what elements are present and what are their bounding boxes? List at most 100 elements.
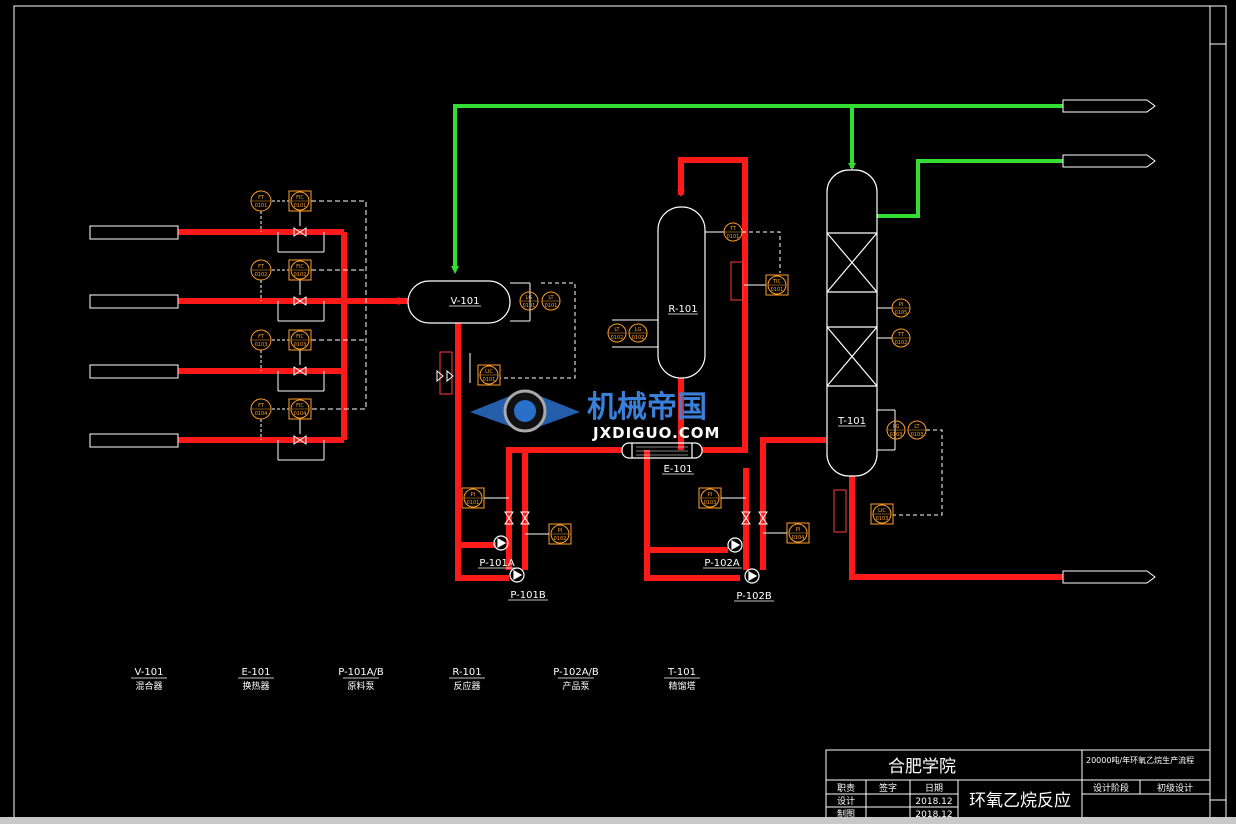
instrument-lg-0102: LG 0102 bbox=[628, 323, 648, 343]
legend-name: 产品泵 bbox=[562, 680, 589, 692]
instrument-fic-0104: FIC 0104 bbox=[288, 398, 312, 420]
instrument-fic-0101: FIC 0101 bbox=[288, 190, 312, 212]
instrument-pi-0102: PI 0102 bbox=[548, 523, 572, 545]
tag-letters: LG bbox=[893, 424, 900, 430]
design-stage-value: 初级设计 bbox=[1157, 782, 1193, 794]
tag-letters: FT bbox=[258, 403, 265, 409]
tag-letters: PI bbox=[796, 527, 801, 533]
pump-p101a[interactable]: P-101A bbox=[478, 535, 515, 569]
pump-valves bbox=[484, 497, 787, 535]
legend-code: E-101 bbox=[241, 667, 270, 678]
equipment-legend: V-101混合器E-101换热器P-101A/B原料泵R-101反应器P-102… bbox=[131, 667, 700, 692]
utility-lines bbox=[453, 104, 1063, 270]
legend-code: V-101 bbox=[135, 667, 164, 678]
tag-number: 0101 bbox=[545, 303, 558, 309]
instrument-pi-0103: PI 0103 bbox=[698, 487, 722, 509]
tag-number: 0101 bbox=[467, 500, 480, 506]
instrument-lic-0101: LIC 0101 bbox=[477, 364, 501, 386]
tag-letters: TT bbox=[729, 226, 737, 232]
tag-number: 0101 bbox=[255, 203, 268, 209]
tag-letters: LG bbox=[635, 327, 642, 333]
legend-name: 换热器 bbox=[242, 680, 269, 692]
instrument-lg-0103: LG 0103 bbox=[886, 420, 906, 440]
tag-letters: PI bbox=[708, 492, 713, 498]
instrument-lt-0102: LT 0102 bbox=[607, 323, 627, 343]
exchanger-e101-label: E-101 bbox=[663, 464, 692, 475]
tag-letters: LT bbox=[614, 327, 620, 333]
instrument-ft-0104: FT 0104 bbox=[250, 398, 272, 420]
process-arrows bbox=[398, 190, 685, 305]
instrument-lt-0101: LT 0101 bbox=[541, 291, 561, 311]
tag-letters: LG bbox=[526, 295, 533, 301]
tag-letters: FT bbox=[258, 195, 265, 201]
v101-bypass-valves bbox=[436, 351, 454, 395]
vessel-v101-label: V-101 bbox=[451, 296, 480, 307]
tag-number: 0104 bbox=[294, 411, 307, 417]
date-design: 2018.12 bbox=[915, 797, 952, 807]
instrument-lic-0103: LIC 0103 bbox=[870, 503, 894, 525]
tag-number: 0102 bbox=[294, 272, 307, 278]
pump-p101b-label: P-101B bbox=[510, 590, 546, 601]
tag-number: 0103 bbox=[876, 516, 889, 522]
instrument-fic-0103: FIC 0103 bbox=[288, 329, 312, 351]
tag-number: 0103 bbox=[890, 432, 903, 438]
watermark: 机械帝国 JXDIGUO.COM bbox=[470, 389, 720, 442]
tag-letters: FIC bbox=[296, 195, 304, 201]
instrument-fic-0102: FIC 0102 bbox=[288, 259, 312, 281]
title-block-text: 合肥学院 20000吨/年环氧乙烷生产流程 职责 签字 日期 设计 2018.1… bbox=[837, 755, 1194, 820]
tag-number: 0102 bbox=[554, 536, 567, 542]
tag-number: 0105 bbox=[895, 310, 908, 316]
window-status-strip bbox=[0, 817, 1236, 824]
tag-letters: PI bbox=[558, 528, 563, 534]
pump-p102b[interactable]: P-102B bbox=[734, 568, 774, 602]
legend-code: T-101 bbox=[667, 667, 696, 678]
instrument-pi-0101: PI 0101 bbox=[461, 487, 485, 509]
legend-name: 原料泵 bbox=[347, 680, 374, 692]
legend-code: P-102A/B bbox=[553, 667, 599, 678]
instrument-ft-0103: FT 0103 bbox=[250, 329, 272, 351]
col-role: 职责 bbox=[837, 782, 855, 794]
tag-letters: TIC bbox=[772, 279, 782, 285]
instrument-tt-0102: TT 0102 bbox=[891, 328, 911, 348]
tag-letters: LIC bbox=[878, 508, 886, 514]
watermark-logo bbox=[470, 389, 580, 433]
project-name: 20000吨/年环氧乙烷生产流程 bbox=[1086, 755, 1194, 765]
legend-name: 混合器 bbox=[135, 680, 162, 692]
pump-p102a[interactable]: P-102A bbox=[703, 537, 743, 569]
tag-number: 0104 bbox=[792, 535, 805, 541]
pump-p101b[interactable]: P-101B bbox=[508, 567, 548, 601]
instrument-pi-0105: PI 0105 bbox=[891, 298, 911, 318]
tag-number: 0103 bbox=[294, 342, 307, 348]
tag-letters: LT bbox=[914, 424, 920, 430]
utility-arrows bbox=[451, 163, 856, 274]
tag-letters: PI bbox=[471, 492, 476, 498]
tag-number: 0103 bbox=[704, 500, 717, 506]
tag-letters: FT bbox=[258, 264, 265, 270]
tag-letters: FIC bbox=[296, 403, 304, 409]
legend-code: P-101A/B bbox=[338, 667, 384, 678]
reactor-r101[interactable]: R-101 bbox=[657, 206, 706, 379]
tag-number: 0104 bbox=[255, 411, 268, 417]
tag-number: 0102 bbox=[632, 335, 645, 341]
tag-number: 0102 bbox=[895, 340, 908, 346]
instrument-lt-0103: LT 0103 bbox=[907, 420, 927, 440]
tag-letters: FIC bbox=[296, 334, 304, 340]
exchanger-e101[interactable]: E-101 bbox=[621, 442, 703, 475]
tag-letters: TT bbox=[897, 332, 905, 338]
legend-code: R-101 bbox=[452, 667, 481, 678]
column-t101-label: T-101 bbox=[837, 416, 866, 427]
process-lines bbox=[178, 157, 1063, 581]
watermark-en: JXDIGUO.COM bbox=[592, 424, 720, 442]
instrument-tic-0101: TIC 0101 bbox=[765, 274, 789, 296]
legend-name: 精馏塔 bbox=[668, 680, 695, 692]
vessel-v101[interactable]: V-101 bbox=[407, 280, 511, 324]
instrument-ft-0101: FT 0101 bbox=[250, 190, 272, 212]
instrument-lg-0101: LG 0101 bbox=[519, 291, 539, 311]
tag-number: 0102 bbox=[611, 335, 624, 341]
col-sign: 签字 bbox=[879, 782, 897, 794]
pump-p102b-label: P-102B bbox=[736, 591, 772, 602]
pump-p102a-label: P-102A bbox=[704, 558, 740, 569]
tag-number: 0103 bbox=[911, 432, 924, 438]
tag-number: 0103 bbox=[255, 342, 268, 348]
column-t101[interactable]: T-101 bbox=[826, 169, 878, 477]
